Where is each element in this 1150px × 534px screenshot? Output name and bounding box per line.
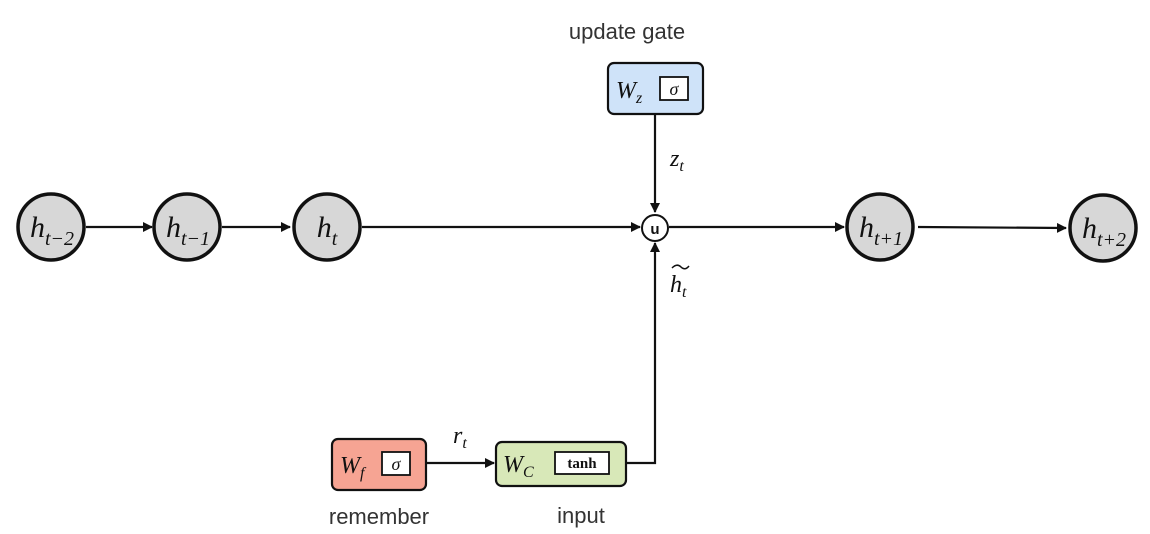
update-gate-fn: σ [670, 79, 680, 99]
combiner-node: u [641, 214, 669, 242]
update-gate-box: Wz σ [606, 61, 705, 116]
input-gate-fn: tanh [567, 456, 597, 472]
svg-text:ht+1: ht+1 [859, 211, 903, 250]
combiner-symbol: u [650, 221, 659, 238]
remember-label: remember [329, 504, 429, 529]
svg-text:ht−2: ht−2 [30, 211, 74, 250]
remember-gate-fn: σ [392, 454, 402, 474]
svg-text:ht−1: ht−1 [166, 211, 210, 250]
node-h-t: ht [292, 192, 362, 262]
svg-text:WC: WC [503, 452, 534, 481]
edge-ht+1-to-ht+2 [917, 222, 1067, 233]
node-h-t-minus-1: ht−1 [152, 192, 222, 262]
input-gate-box: WC tanh [494, 440, 628, 488]
signal-h-tilde-t: ht [670, 264, 690, 301]
input-label: input [557, 503, 605, 528]
remember-gate-box: Wf σ [330, 437, 428, 492]
svg-text:ht: ht [317, 211, 338, 250]
svg-text:Wf: Wf [340, 453, 367, 482]
node-h-t-minus-2: ht−2 [16, 192, 86, 262]
signal-r-t: rt [453, 423, 467, 452]
edge-input-to-combiner [626, 242, 660, 465]
svg-text:ht+2: ht+2 [1082, 212, 1126, 251]
node-h-t-plus-2: ht+2 [1068, 193, 1138, 263]
svg-text:Wz: Wz [616, 78, 643, 107]
svg-text:ht: ht [670, 272, 687, 301]
update-gate-label: update gate [569, 19, 685, 44]
node-h-t-plus-1: ht+1 [845, 192, 915, 262]
signal-z-t: zt [669, 146, 684, 175]
